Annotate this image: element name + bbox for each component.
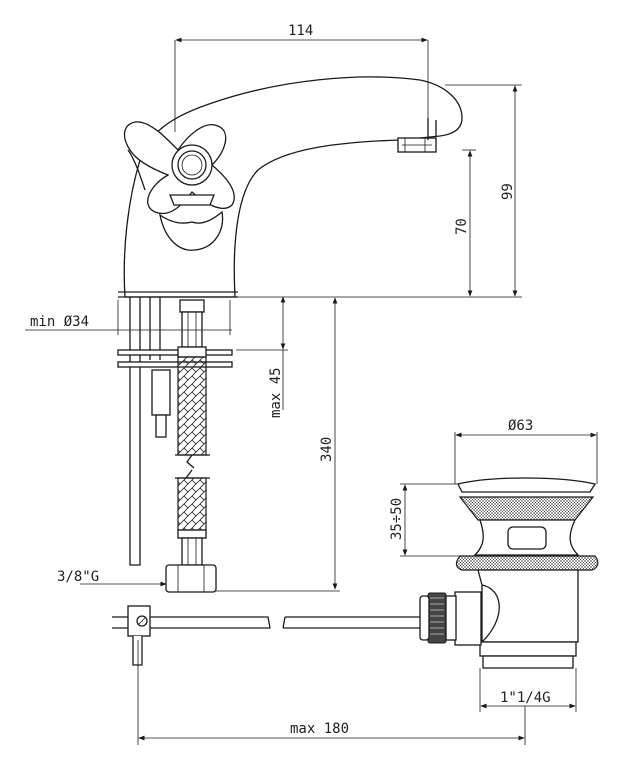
- flexible-hose: [165, 299, 217, 593]
- dim-max-rod: max 180: [290, 721, 349, 737]
- dim-hose-thread: 3/8"G: [57, 569, 99, 585]
- dim-waste-range: 35÷50: [389, 498, 405, 540]
- popup-rod: [112, 605, 420, 666]
- supply-pipes: [129, 297, 171, 566]
- dim-min-hole: min Ø34: [30, 314, 89, 330]
- dim-max-deck: max 45: [268, 367, 284, 418]
- dim-total-height: 99: [500, 183, 516, 200]
- mounting-plates: [117, 349, 233, 368]
- dim-flange-diameter: Ø63: [508, 418, 533, 434]
- dimension-lines: [25, 37, 598, 745]
- knurled-nut: [427, 592, 447, 644]
- dim-spout-height: 70: [454, 218, 470, 235]
- dim-waste-thread: 1"1/4G: [500, 690, 551, 706]
- waste-valve: [419, 477, 599, 669]
- dim-spout-reach: 114: [288, 23, 313, 39]
- waste-window: [507, 526, 547, 550]
- dim-hose-length: 340: [319, 437, 335, 462]
- hose-nut: [165, 564, 217, 593]
- cross-handle: [123, 121, 235, 251]
